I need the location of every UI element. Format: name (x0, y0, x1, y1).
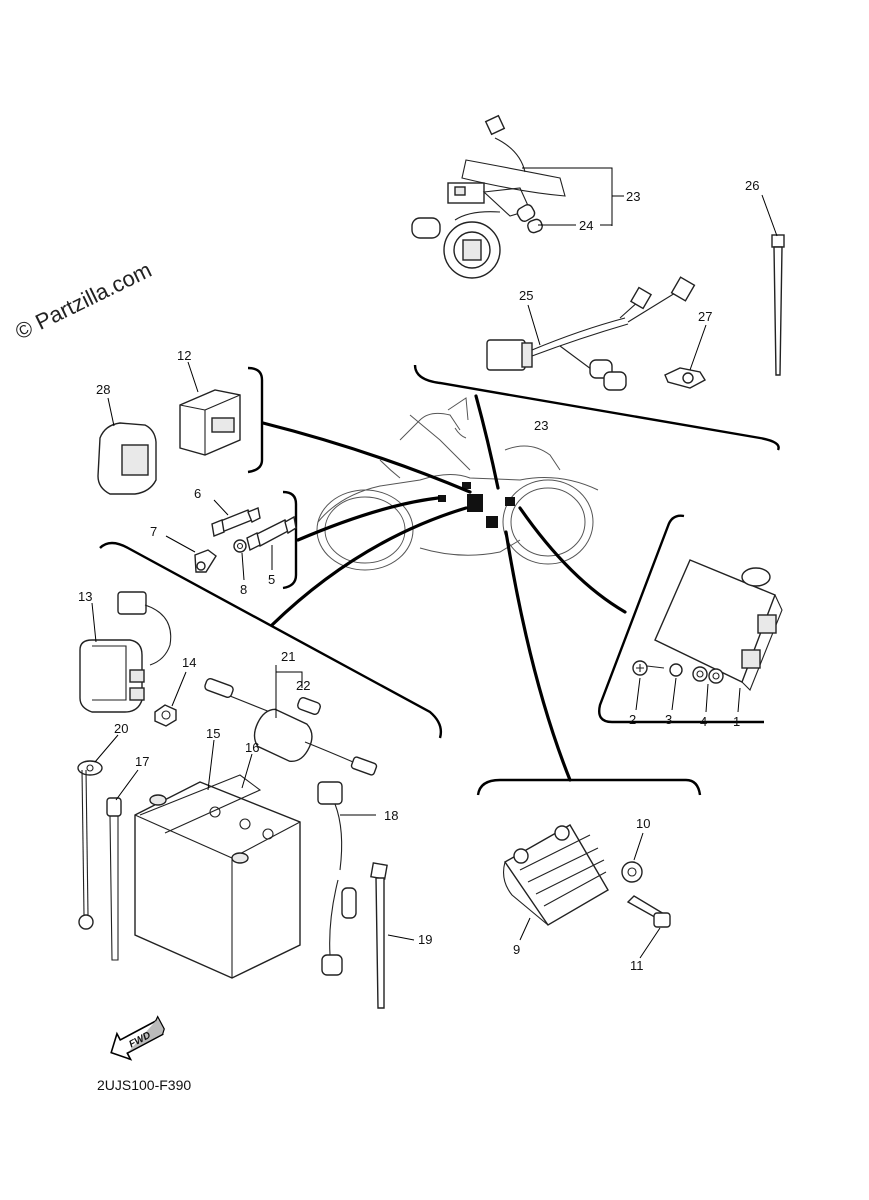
callout-8: 8 (240, 582, 247, 597)
callout-10: 10 (636, 816, 650, 831)
callout-5: 5 (268, 572, 275, 587)
fuses-5-6-7-8 (165, 499, 297, 581)
diagram-code: 2UJS100-F390 (97, 1077, 191, 1093)
fwd-arrow: FWD (110, 1015, 165, 1061)
relay-28 (97, 397, 157, 495)
starter-relay-13 (79, 591, 172, 713)
fwd-label: FWD (127, 1030, 152, 1050)
callout-25: 25 (519, 288, 533, 303)
sub-harness-25 (486, 276, 696, 391)
cable-tie-26 (761, 194, 785, 376)
location-markers (438, 482, 515, 528)
callout-9: 9 (513, 942, 520, 957)
callout-14: 14 (182, 655, 196, 670)
wire-harness-23 (411, 114, 566, 279)
callout-16: 16 (245, 740, 259, 755)
battery-cables-17-20 (77, 734, 139, 961)
leader-lines (261, 394, 627, 782)
callout-23: 23 (626, 189, 640, 204)
control-unit-1-4 (632, 559, 783, 713)
relay-12 (179, 361, 241, 456)
callout-26: 26 (745, 178, 759, 193)
callout-23-bike: 23 (534, 418, 548, 433)
nut-14 (154, 671, 187, 727)
group-brackets (99, 364, 780, 796)
lead-18 (317, 781, 376, 976)
callout-12: 12 (177, 348, 191, 363)
callout-18: 18 (384, 808, 398, 823)
callout-21: 21 (281, 649, 295, 664)
clamp-27 (664, 324, 707, 389)
fuse-21-22 (204, 665, 378, 776)
rectifier-9-10-11 (503, 824, 671, 959)
callout-3: 3 (665, 712, 672, 727)
callout-23-bracket (522, 167, 624, 226)
callout-2: 2 (629, 712, 636, 727)
callout-17: 17 (135, 754, 149, 769)
callout-22: 22 (296, 678, 310, 693)
callout-6: 6 (194, 486, 201, 501)
watermark: © Partzilla.com (11, 257, 155, 344)
callout-15: 15 (206, 726, 220, 741)
callout-7: 7 (150, 524, 157, 539)
motorcycle-outline (316, 397, 599, 571)
callout-1: 1 (733, 714, 740, 729)
battery-15-16 (134, 739, 301, 979)
callout-27: 27 (698, 309, 712, 324)
callout-numbers: 1 2 3 4 5 6 7 8 9 10 11 12 13 14 15 16 1… (78, 178, 759, 973)
callout-20: 20 (114, 721, 128, 736)
callout-11: 11 (630, 958, 644, 973)
callout-28: 28 (96, 382, 110, 397)
callout-19: 19 (418, 932, 432, 947)
callout-4: 4 (700, 714, 707, 729)
cable-tie-19 (370, 862, 415, 1009)
callout-24: 24 (579, 218, 593, 233)
callout-13: 13 (78, 589, 92, 604)
